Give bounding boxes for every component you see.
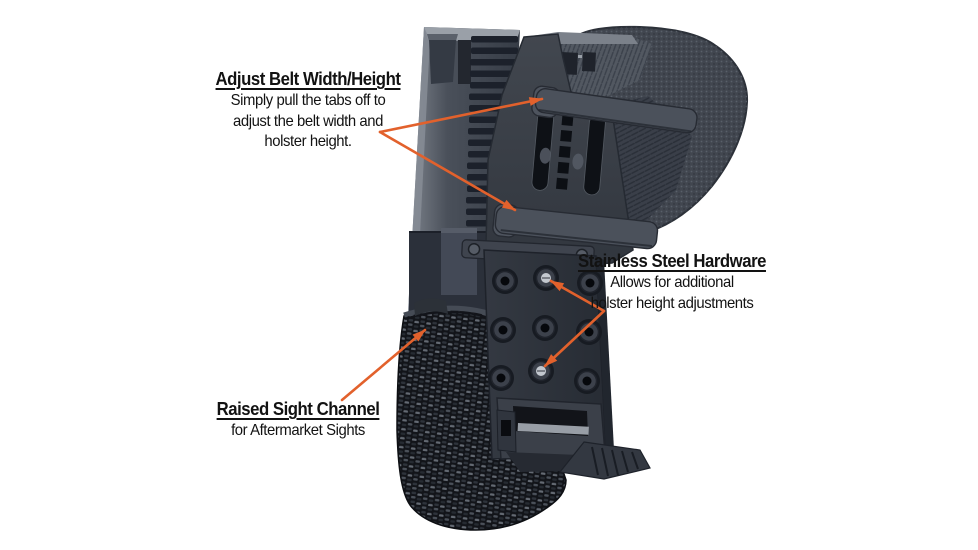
callout-adjust-belt: Adjust Belt Width/Height Simply pull the… [203, 68, 413, 153]
grommet [576, 319, 602, 345]
hardware-callout-arrow-top [549, 279, 606, 313]
belt-clip-top-tab [531, 85, 698, 134]
callout-adjust-belt-line: holster height. [264, 133, 352, 150]
sight-callout-arrow [340, 328, 427, 402]
grommet [488, 365, 514, 391]
belt-clip-bottom-tab [492, 203, 659, 250]
grommet-with-screw [533, 265, 559, 291]
grommet [577, 270, 603, 296]
belt-callout-arrow-top [378, 97, 544, 134]
grommet [490, 317, 516, 343]
callout-arrows [340, 97, 606, 402]
callout-adjust-belt-title: Adjust Belt Width/Height [215, 69, 401, 89]
grommet [574, 368, 600, 394]
grommet [532, 315, 558, 341]
grommet [492, 268, 518, 294]
steel-slide-bar [517, 423, 589, 435]
front-sight [427, 34, 471, 84]
belt-attachment-housing [496, 397, 651, 480]
callout-raised-sight-title: Raised Sight Channel [216, 399, 380, 419]
grommets [488, 265, 603, 394]
raised-sight-channel [414, 298, 448, 316]
callout-stainless-hardware-line: Allows for additional [610, 274, 734, 291]
hardware-callout-arrow-bottom [543, 309, 606, 368]
belt-clip-plate [485, 33, 698, 270]
belt-callout-arrow-bottom [378, 130, 517, 212]
callout-stainless-hardware-title: Stainless Steel Hardware [578, 251, 766, 271]
callout-raised-sight: Raised Sight Channel for Aftermarket Sig… [200, 398, 395, 442]
callout-raised-sight-line: for Aftermarket Sights [231, 422, 365, 439]
slide-panel [441, 228, 477, 295]
pistol-slide [408, 27, 520, 312]
belt-clip-cutouts [531, 110, 606, 196]
callout-adjust-belt-line: Simply pull the tabs off to [230, 92, 386, 109]
callout-adjust-belt-line: adjust the belt width and [232, 112, 384, 130]
callout-stainless-hardware-line: holster height adjustments [590, 294, 754, 312]
callout-stainless-hardware: Stainless Steel Hardware Allows for addi… [570, 250, 775, 314]
